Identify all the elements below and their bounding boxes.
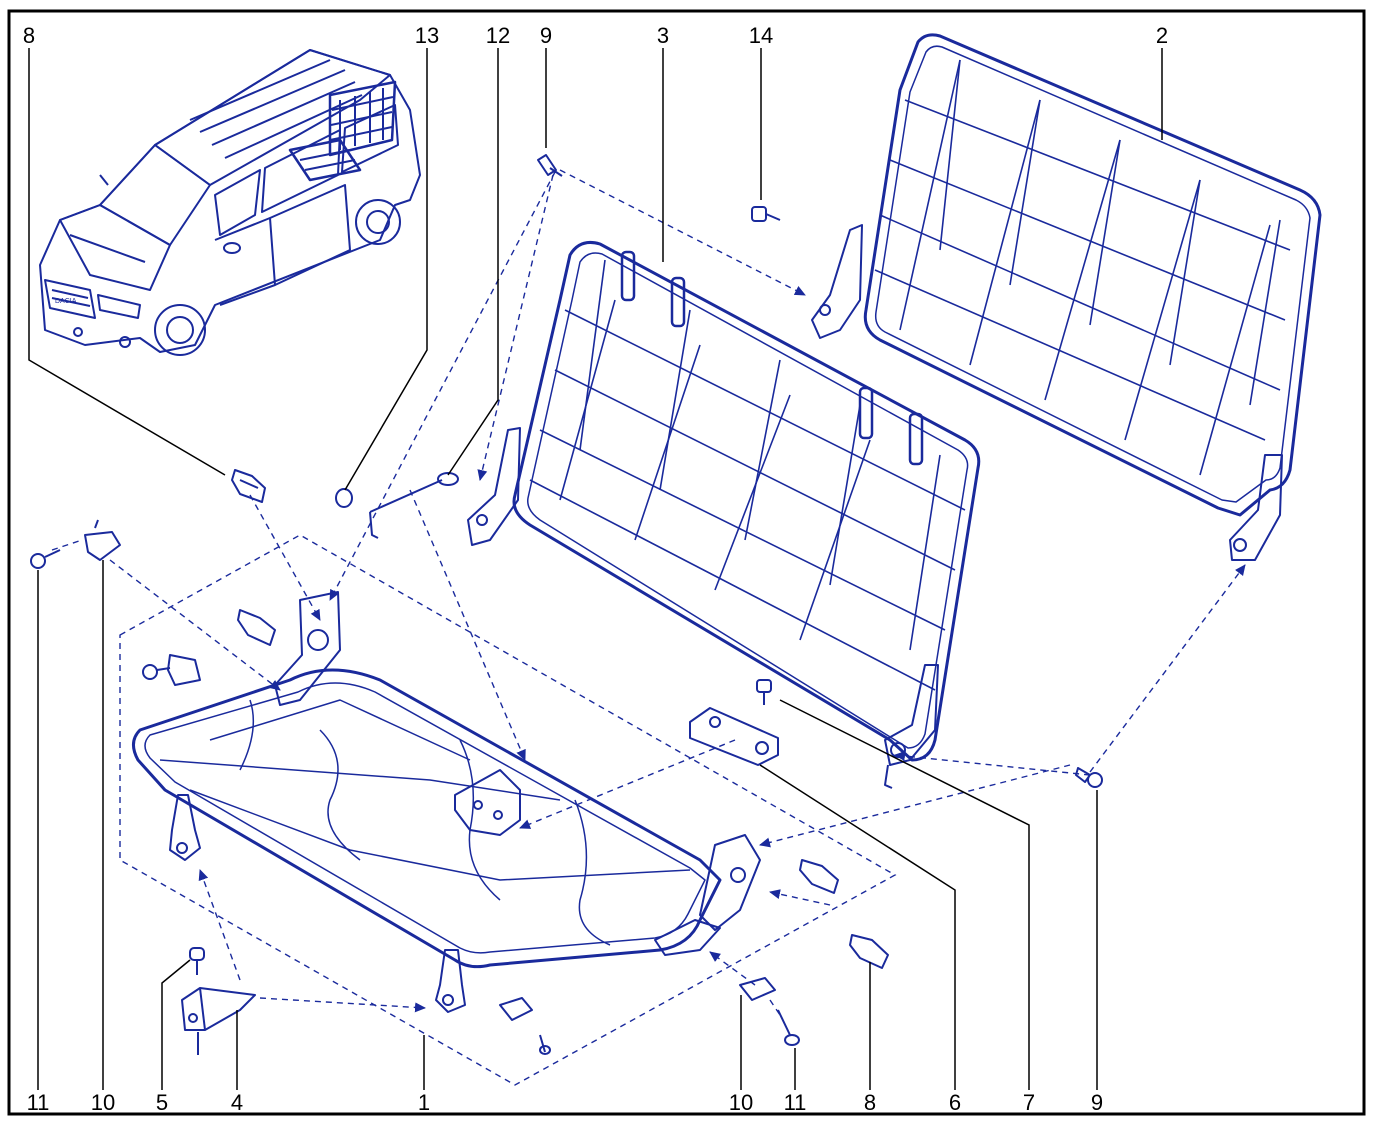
callout-labels-bottom: 11 10 5 4 1 10 11 8 6 7 9 [27,1090,1104,1115]
callout-1: 1 [418,1090,430,1115]
bracket-icon [181,987,256,1055]
callout-12: 12 [486,23,510,48]
callout-6: 6 [949,1090,961,1115]
clip-icon [849,934,889,969]
callout-4: 4 [231,1090,243,1115]
bolt-icon [756,679,772,705]
seat-cushion-frame-1 [132,591,761,1013]
callout-5: 5 [156,1090,168,1115]
callout-7: 7 [1023,1090,1035,1115]
callout-13: 13 [415,23,439,48]
callout-2: 2 [1156,23,1168,48]
callout-14: 14 [749,23,773,48]
callout-11-right: 11 [784,1090,807,1115]
clip-icon [499,997,551,1055]
clip-icon [739,977,776,1001]
backrest-frame-2 [811,33,1322,561]
bracket-icon [689,707,779,766]
callout-10-left: 10 [91,1090,115,1115]
callout-labels-top: 8 13 12 9 3 14 2 [23,23,1168,48]
assembly-dashed-lines [51,169,1246,1086]
bolt-icon [751,206,781,222]
callout-11-left: 11 [27,1090,50,1115]
bracket-icon [142,654,201,686]
callout-8-top: 8 [23,23,35,48]
car-thumbnail: DACIA [39,49,421,356]
clip-icon [84,519,121,561]
bolt-icon [1075,767,1103,788]
backrest-frame-3 [467,240,981,789]
car-badge: DACIA [55,298,77,305]
callout-9-top: 9 [540,23,552,48]
leader-lines [28,48,1163,1090]
washer-icon [335,488,353,508]
callout-10-right: 10 [729,1090,753,1115]
callout-8-bottom: 8 [864,1090,876,1115]
bolt-icon [30,549,61,569]
bolt-icon [777,1009,800,1046]
clip-icon [799,859,839,894]
bolt-icon [537,154,563,177]
bolt-icon [189,947,205,975]
clip-icon [237,609,276,646]
clip-icon [231,469,266,503]
callout-9-bottom: 9 [1091,1090,1103,1115]
drawing-frame [7,9,1366,1116]
release-rod [369,472,459,539]
callout-3: 3 [657,23,669,48]
